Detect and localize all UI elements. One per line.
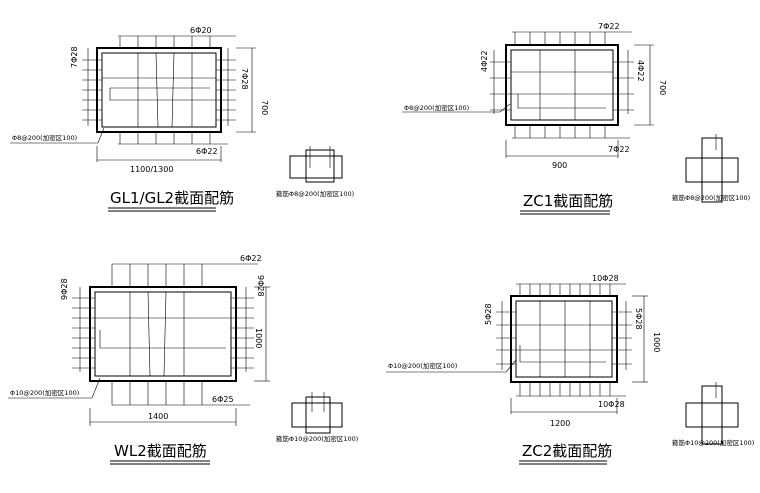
section-title: WL2截面配筋 xyxy=(114,442,207,460)
right-bar-leaders xyxy=(231,287,254,372)
right-bar-leaders xyxy=(613,50,634,114)
left-bar-leaders xyxy=(82,48,102,126)
section-title: GL1/GL2截面配筋 xyxy=(110,189,234,207)
bottom-bar-leaders xyxy=(111,381,250,406)
section-zc2: 10Φ28 5Φ28 5Φ28 1000 Φ10@200(加密区100) 10Φ… xyxy=(386,274,754,465)
top-bar-leaders xyxy=(111,263,258,287)
stirrup-label: Φ10@200(加密区100) xyxy=(388,361,457,370)
stirrup-leader xyxy=(386,359,517,373)
side-right-label: 4Φ22 xyxy=(636,60,645,82)
stirrup-leader xyxy=(402,103,511,113)
detail-label: 箍筋Φ10@200(加密区100) xyxy=(276,434,358,443)
bottom-bar-leaders xyxy=(118,132,228,145)
bottom-bar-leaders xyxy=(516,382,626,397)
side-right-label: 7Φ28 xyxy=(240,68,249,90)
top-bars-label: 10Φ28 xyxy=(592,274,619,283)
width-label: 1200 xyxy=(550,419,570,428)
height-label: 700 xyxy=(658,80,667,95)
section-wl2: 6Φ22 9Φ28 9Φ28 1000 Φ10@200(加密区100) 6Φ25… xyxy=(8,254,358,465)
stirrup-label: Φ8@200(加密区100) xyxy=(12,133,77,142)
height-label: 1000 xyxy=(254,328,263,348)
bottom-bar-leaders xyxy=(512,125,630,139)
left-bar-leaders xyxy=(496,301,516,370)
stirrup-outline xyxy=(96,47,222,133)
bottom-bars-label: 10Φ28 xyxy=(598,400,625,409)
height-label: 700 xyxy=(260,100,269,115)
bottom-bars-label: 7Φ22 xyxy=(608,145,630,154)
dimension-lines xyxy=(510,295,648,414)
top-bar-leaders xyxy=(516,283,626,296)
stirrup-detail xyxy=(291,392,343,434)
interior-ties xyxy=(511,50,613,120)
top-bars-label: 6Φ22 xyxy=(240,254,262,263)
stirrup-label: Φ8@200(加密区100) xyxy=(404,103,469,112)
left-bar-leaders xyxy=(490,50,511,114)
section-gl: 6Φ20 7Φ28 7Φ28 700 Φ8@200(加密区100) 6Φ22 1… xyxy=(10,26,354,212)
dimension-lines xyxy=(505,44,654,158)
stirrup-detail xyxy=(685,382,739,445)
side-left-label: 5Φ28 xyxy=(484,303,493,325)
detail-label: 箍筋Φ8@200(加密区100) xyxy=(276,189,354,198)
stirrup-leader xyxy=(8,377,101,399)
left-bar-leaders xyxy=(72,287,95,372)
dimension-lines xyxy=(96,47,256,162)
stirrup-leader xyxy=(10,127,105,144)
side-left-label: 4Φ22 xyxy=(480,50,489,72)
dimension-lines xyxy=(89,286,270,426)
section-zc1: 7Φ22 4Φ22 4Φ22 700 Φ8@200(加密区100) 7Φ22 9… xyxy=(402,22,750,215)
side-left-label: 9Φ28 xyxy=(60,278,69,300)
interior-ties xyxy=(95,291,231,377)
side-right-label: 5Φ28 xyxy=(634,308,643,330)
bottom-bars-label: 6Φ25 xyxy=(212,395,234,404)
height-label: 1000 xyxy=(652,332,661,352)
width-label: 1100/1300 xyxy=(130,165,173,174)
interior-ties xyxy=(516,301,612,377)
detail-label: 箍筋Φ8@200(加密区100) xyxy=(672,193,750,202)
top-bars-label: 6Φ20 xyxy=(190,26,212,35)
side-left-label: 7Φ28 xyxy=(70,46,79,68)
section-title: ZC2截面配筋 xyxy=(522,442,612,460)
detail-label: 箍筋Φ10@200(加密区100) xyxy=(672,438,754,447)
stirrup-label: Φ10@200(加密区100) xyxy=(10,388,79,397)
top-bar-leaders xyxy=(118,35,236,48)
stirrup-inner xyxy=(101,52,217,128)
side-right-label: 9Φ28 xyxy=(256,275,265,297)
width-label: 900 xyxy=(552,161,567,170)
interior-ties xyxy=(102,52,216,128)
top-bars-label: 7Φ22 xyxy=(598,22,620,31)
bottom-bars-label: 6Φ22 xyxy=(196,147,218,156)
stirrup-detail xyxy=(685,134,739,203)
section-title: ZC1截面配筋 xyxy=(523,192,613,210)
right-bar-leaders xyxy=(612,301,632,370)
width-label: 1400 xyxy=(148,412,168,421)
right-bar-leaders xyxy=(216,48,236,126)
stirrup-detail xyxy=(289,146,343,183)
top-bar-leaders xyxy=(512,31,632,45)
